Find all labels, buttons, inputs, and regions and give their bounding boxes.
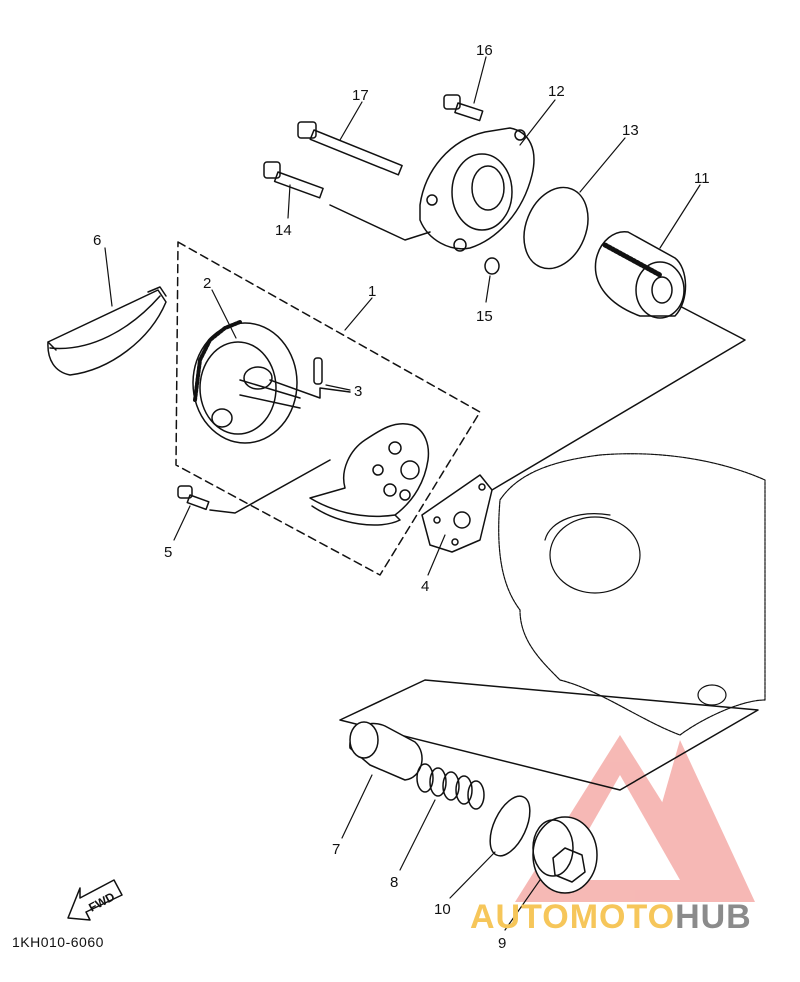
label-part-17: 17 — [352, 87, 369, 104]
leader-engine-lower — [339, 679, 759, 791]
part-12-filter-cover — [419, 127, 535, 252]
pump-assembly-dashed-box — [175, 241, 481, 576]
label-part-4: 4 — [421, 578, 430, 595]
label-part-10: 10 — [434, 901, 451, 918]
part-13-o-ring — [523, 186, 589, 270]
label-part-5: 5 — [164, 544, 173, 561]
part-7-relief-valve — [349, 721, 423, 781]
label-part-7: 7 — [332, 841, 341, 858]
part-6-cover — [47, 286, 167, 376]
part-17-long-bolt — [297, 121, 403, 176]
part-4-gasket — [421, 474, 493, 553]
label-part-16: 16 — [476, 42, 493, 59]
part-16-bolt — [443, 94, 484, 122]
label-part-11: 11 — [694, 170, 710, 187]
part-9-plug — [532, 816, 598, 894]
part-14-bolt — [263, 161, 431, 241]
part-10-o-ring — [489, 795, 531, 857]
part-2-rotor-gear — [192, 320, 301, 444]
label-part-15: 15 — [476, 308, 493, 325]
label-part-6: 6 — [93, 232, 102, 249]
leader-lines — [104, 56, 701, 931]
label-part-8: 8 — [390, 874, 399, 891]
leader-engine-filter — [491, 301, 746, 491]
fwd-arrow-icon — [67, 879, 123, 921]
label-part-1: 1 — [368, 283, 377, 300]
watermark-part-b: HUB — [675, 898, 752, 936]
diagram-code: 1KH010-6060 — [12, 934, 104, 950]
label-part-2: 2 — [203, 275, 212, 292]
part-15-small-o-ring — [484, 257, 500, 275]
part-11-oil-filter — [594, 231, 687, 319]
label-part-9: 9 — [498, 935, 507, 952]
engine-crankcase — [498, 453, 766, 736]
label-part-12: 12 — [548, 83, 565, 100]
label-part-13: 13 — [622, 122, 639, 139]
part-1-pump-body — [309, 423, 430, 526]
part-5-screw — [177, 459, 331, 514]
part-3-pin — [269, 357, 351, 399]
label-part-3: 3 — [354, 383, 363, 400]
watermark-text: AUTOMOTOHUB — [470, 898, 752, 937]
label-part-14: 14 — [275, 222, 292, 239]
part-8-spring — [416, 763, 485, 810]
watermark-part-a: AUTOMOTO — [470, 898, 676, 936]
